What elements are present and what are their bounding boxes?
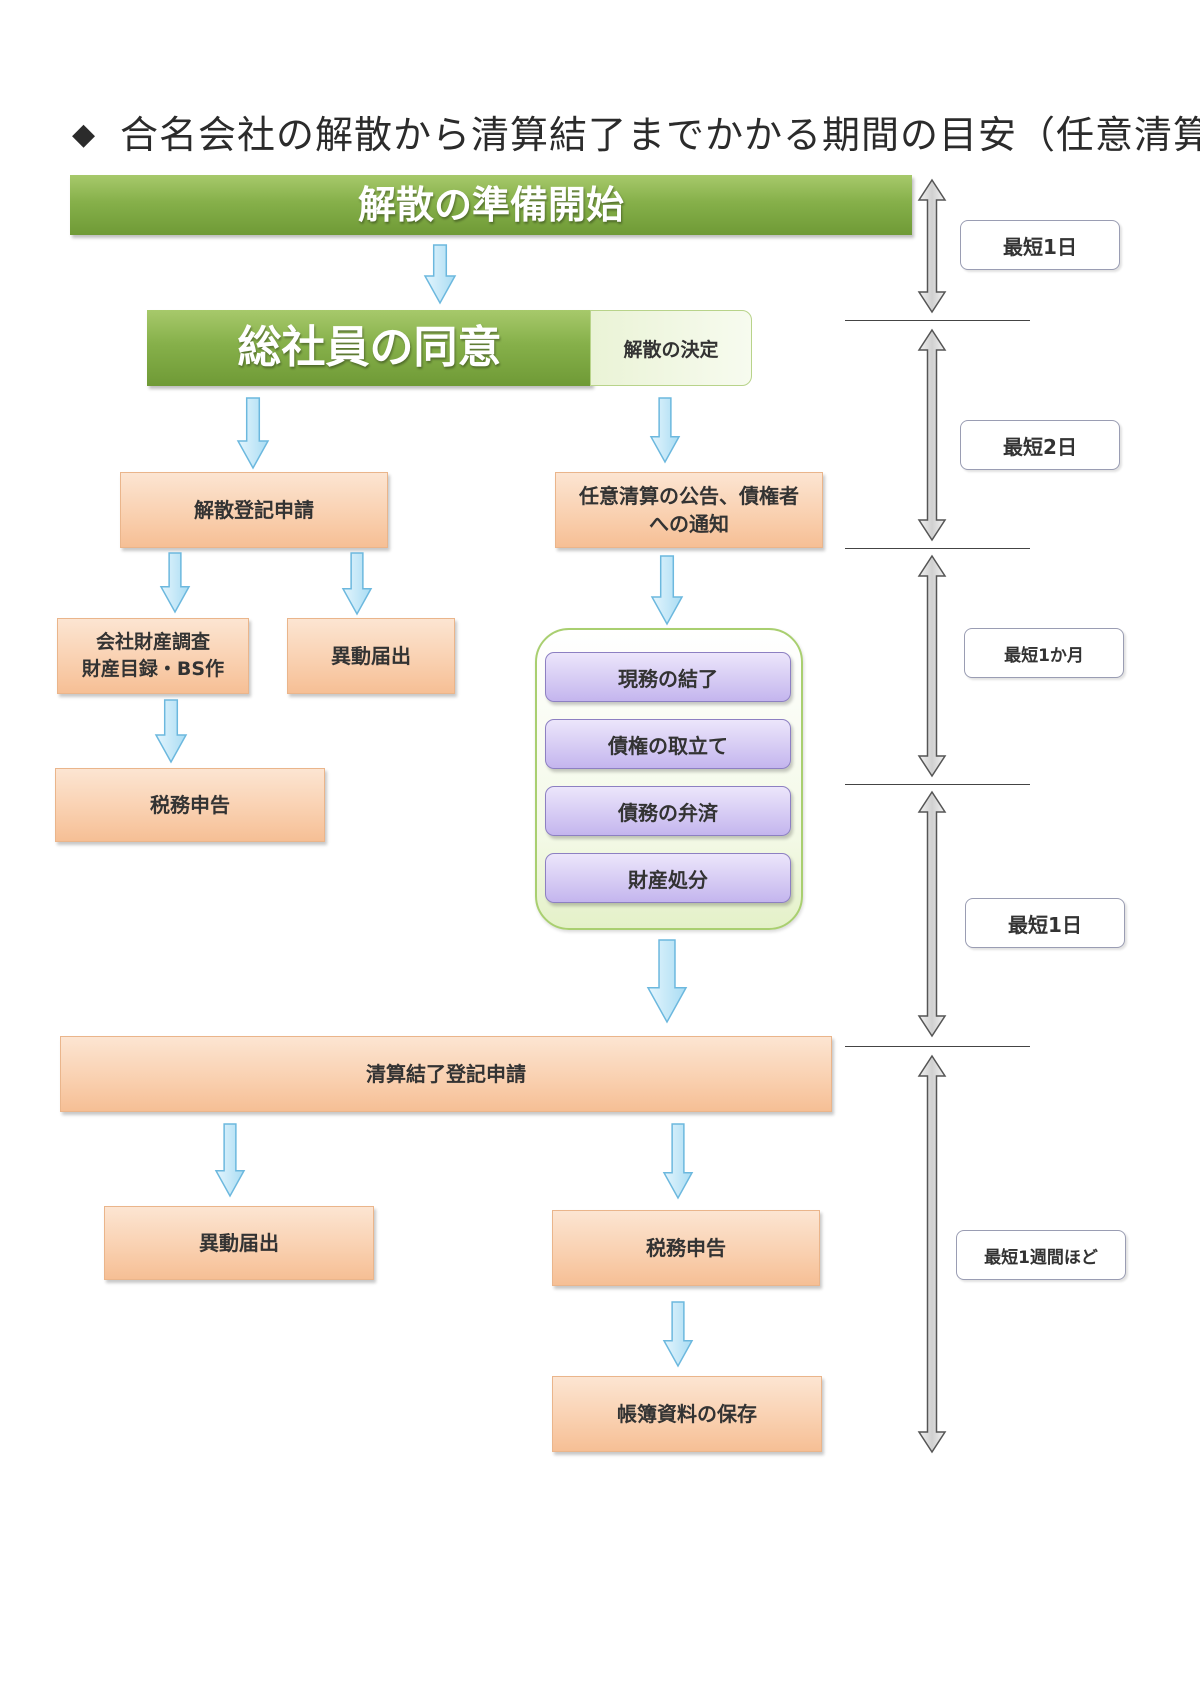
step-dissolution-decision: 解散の決定 — [590, 310, 752, 386]
down-arrow-icon — [341, 552, 373, 616]
step-dissolution-registration: 解散登記申請 — [120, 472, 388, 548]
down-arrow-icon — [159, 552, 191, 614]
down-arrow-icon — [649, 397, 681, 464]
step-dissolution-decision-label: 解散の決定 — [623, 338, 719, 361]
timeline-double-arrow-icon — [917, 790, 947, 1038]
down-arrow-icon — [236, 397, 270, 470]
step-tax-return-2: 税務申告 — [552, 1210, 820, 1286]
step-change-notice-1-label: 異動届出 — [331, 644, 411, 668]
period-label-1-text: 最短1日 — [1003, 234, 1077, 259]
timeline-double-arrow-icon — [917, 178, 947, 314]
period-label-4-text: 最短1日 — [1008, 912, 1082, 937]
task-asset-disposal-label: 財産処分 — [628, 867, 708, 892]
step-dissolution-registration-label: 解散登記申請 — [194, 498, 314, 522]
task-receivables-collection-label: 債権の取立て — [608, 733, 728, 758]
page-title: ◆ 合名会社の解散から清算結了までかかる期間の目安（任意清算） — [72, 100, 1200, 170]
step-liquidation-completion-registration-label: 清算結了登記申請 — [366, 1062, 526, 1086]
task-current-business-completion: 現務の結了 — [545, 652, 791, 702]
period-label-1: 最短1日 — [960, 220, 1120, 270]
step-change-notice-1: 異動届出 — [287, 618, 455, 694]
period-label-5: 最短1週間ほど — [956, 1230, 1126, 1280]
task-current-business-completion-label: 現務の結了 — [618, 666, 718, 691]
period-divider — [845, 1046, 1030, 1047]
down-arrow-icon — [214, 1123, 246, 1198]
step-liquidation-completion-registration: 清算結了登記申請 — [60, 1036, 832, 1112]
title-text: 合名会社の解散から清算結了までかかる期間の目安（任意清算） — [120, 113, 1200, 157]
step-tax-return-2-label: 税務申告 — [646, 1236, 726, 1260]
step-record-retention-label: 帳簿資料の保存 — [617, 1402, 757, 1426]
step-dissolution-prep: 解散の準備開始 — [70, 175, 912, 235]
task-receivables-collection: 債権の取立て — [545, 719, 791, 769]
timeline-double-arrow-icon — [917, 1054, 947, 1454]
period-label-2: 最短2日 — [960, 420, 1120, 470]
task-asset-disposal: 財産処分 — [545, 853, 791, 903]
step-asset-survey-label: 会社財産調査 財産目録・BS作 — [81, 631, 225, 680]
step-record-retention: 帳簿資料の保存 — [552, 1376, 822, 1452]
down-arrow-icon — [646, 939, 688, 1024]
step-tax-return-1: 税務申告 — [55, 768, 325, 842]
timeline-double-arrow-icon — [917, 328, 947, 542]
step-asset-survey: 会社財産調査 財産目録・BS作 — [57, 618, 249, 694]
period-label-2-text: 最短2日 — [1003, 434, 1077, 459]
diamond-bullet-icon: ◆ — [72, 117, 97, 152]
step-public-notice-label: 任意清算の公告、債権者 への通知 — [579, 484, 799, 536]
down-arrow-icon — [423, 244, 457, 305]
step-all-partners-consent-label: 総社員の同意 — [237, 322, 502, 373]
period-label-4: 最短1日 — [965, 898, 1125, 948]
step-all-partners-consent: 総社員の同意 — [147, 310, 592, 386]
task-debt-repayment-label: 債務の弁済 — [618, 800, 718, 825]
step-change-notice-2-label: 異動届出 — [199, 1231, 279, 1255]
step-public-notice: 任意清算の公告、債権者 への通知 — [555, 472, 823, 548]
step-dissolution-prep-label: 解散の準備開始 — [357, 183, 624, 227]
down-arrow-icon — [662, 1123, 694, 1200]
period-divider — [845, 784, 1030, 785]
step-tax-return-1-label: 税務申告 — [150, 793, 230, 817]
step-change-notice-2: 異動届出 — [104, 1206, 374, 1280]
period-divider — [845, 548, 1030, 549]
timeline-double-arrow-icon — [917, 554, 947, 778]
period-label-3-text: 最短1か月 — [1004, 645, 1084, 666]
period-divider — [845, 320, 1030, 321]
period-label-5-text: 最短1週間ほど — [984, 1247, 1098, 1268]
down-arrow-icon — [154, 699, 188, 764]
task-debt-repayment: 債務の弁済 — [545, 786, 791, 836]
down-arrow-icon — [662, 1301, 694, 1368]
down-arrow-icon — [650, 555, 684, 626]
period-label-3: 最短1か月 — [964, 628, 1124, 678]
